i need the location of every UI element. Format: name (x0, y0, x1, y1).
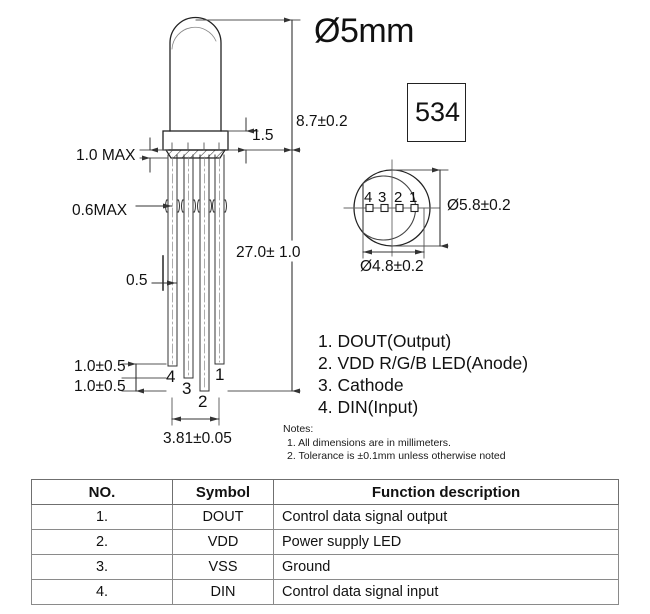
pin-function-item-1: 1. DOUT(Output) (318, 331, 452, 351)
table-row: 4. DIN Control data signal input (31, 579, 619, 605)
led-outline-drawing (121, 16, 449, 426)
bottom-view-pin-4: 4 (364, 189, 373, 206)
cell-no: 1. (31, 504, 173, 530)
pin-function-item-3: 3. Cathode (318, 375, 404, 395)
dim-inner-dia-label: Ø4.8±0.2 (360, 258, 424, 275)
side-view-lead-1: 1 (215, 365, 225, 384)
lead-2 (197, 154, 212, 392)
dim-lead-length (227, 147, 301, 394)
dim-lead-length-label: 27.0± 1.0 (236, 244, 301, 261)
cell-symbol: VSS (172, 554, 274, 580)
cell-desc: Control data signal output (273, 504, 619, 530)
dim-lead-width (151, 255, 177, 291)
side-view-lead-2: 2 (198, 392, 208, 411)
led-flange-hatch (164, 149, 227, 159)
dim-lead-pitch-label: 3.81±0.05 (163, 430, 232, 447)
table-row: 1. DOUT Control data signal output (31, 504, 619, 530)
bottom-view-pin-1: 1 (409, 189, 418, 206)
pin-function-item-2: 2. VDD R/G/B LED(Anode) (318, 353, 529, 373)
part-code-label: 534 (415, 97, 461, 127)
lead-3 (181, 154, 196, 379)
cell-desc: Ground (273, 554, 619, 580)
table-header-no: NO. (31, 479, 173, 505)
dim-lead-pitch (171, 397, 220, 426)
led-body-outline (169, 16, 222, 132)
cell-desc: Power supply LED (273, 529, 619, 555)
bottom-view-pin-3: 3 (378, 189, 387, 206)
dim-lead-step-a-label: 1.0±0.5 (74, 358, 126, 375)
cell-symbol: DOUT (172, 504, 274, 530)
pin-function-list: 1. DOUT(Output) 2. VDD R/G/B LED(Anode) … (318, 330, 528, 418)
cell-desc: Control data signal input (273, 579, 619, 605)
dim-inner-dia (362, 207, 425, 259)
side-view-lead-4: 4 (166, 367, 176, 386)
pin-function-item-4: 4. DIN(Input) (318, 397, 419, 417)
cell-no: 3. (31, 554, 173, 580)
technical-drawing: Ø5mm 534 8.7±0.2 1.5 1.0 MAX 0.6MAX 0.5 … (72, 12, 528, 464)
table-row: 2. VDD Power supply LED (31, 529, 619, 555)
bottom-view-pin-2: 2 (394, 189, 403, 206)
table-header-symbol: Symbol (172, 479, 274, 505)
dim-outer-dia-label: Ø5.8±0.2 (447, 197, 511, 214)
cell-no: 2. (31, 529, 173, 555)
table-header-row: NO. Symbol Function description (31, 479, 619, 505)
dim-flange-max-label: 1.0 MAX (76, 147, 136, 164)
lead-1 (212, 154, 227, 365)
cell-no: 4. (31, 579, 173, 605)
bottom-view (343, 159, 441, 257)
dim-outer-dia (391, 167, 449, 249)
dim-flange-thickness (227, 117, 259, 164)
dim-lead-step-b-label: 1.0±0.5 (74, 378, 126, 395)
dim-lead-width-label: 0.5 (126, 272, 148, 289)
side-view-lead-3: 3 (182, 379, 192, 398)
pin-function-table: NO. Symbol Function description 1. DOUT … (31, 479, 619, 605)
cell-symbol: VDD (172, 529, 274, 555)
cell-symbol: DIN (172, 579, 274, 605)
notes-line-2: 2. Tolerance is ±0.1mm unless otherwise … (287, 450, 506, 462)
dim-overall-height-label: 8.7±0.2 (296, 113, 348, 130)
dim-lead-steps (121, 361, 167, 394)
part-code-box (407, 83, 466, 142)
dim-flange-thickness-label: 1.5 (252, 127, 274, 144)
notes-block: Notes: 1. All dimensions are in millimet… (283, 423, 506, 464)
notes-line-1: 1. All dimensions are in millimeters. (287, 436, 451, 449)
table-row: 3. VSS Ground (31, 554, 619, 580)
notes-heading: Notes: (283, 423, 314, 435)
table-header-desc: Function description (273, 479, 619, 505)
led-flange (162, 130, 229, 151)
dim-flange-max (139, 137, 169, 173)
dim-lead-bulge-max-label: 0.6MAX (72, 202, 128, 219)
page-title: Ø5mm (314, 12, 415, 50)
lead-4 (165, 154, 180, 367)
